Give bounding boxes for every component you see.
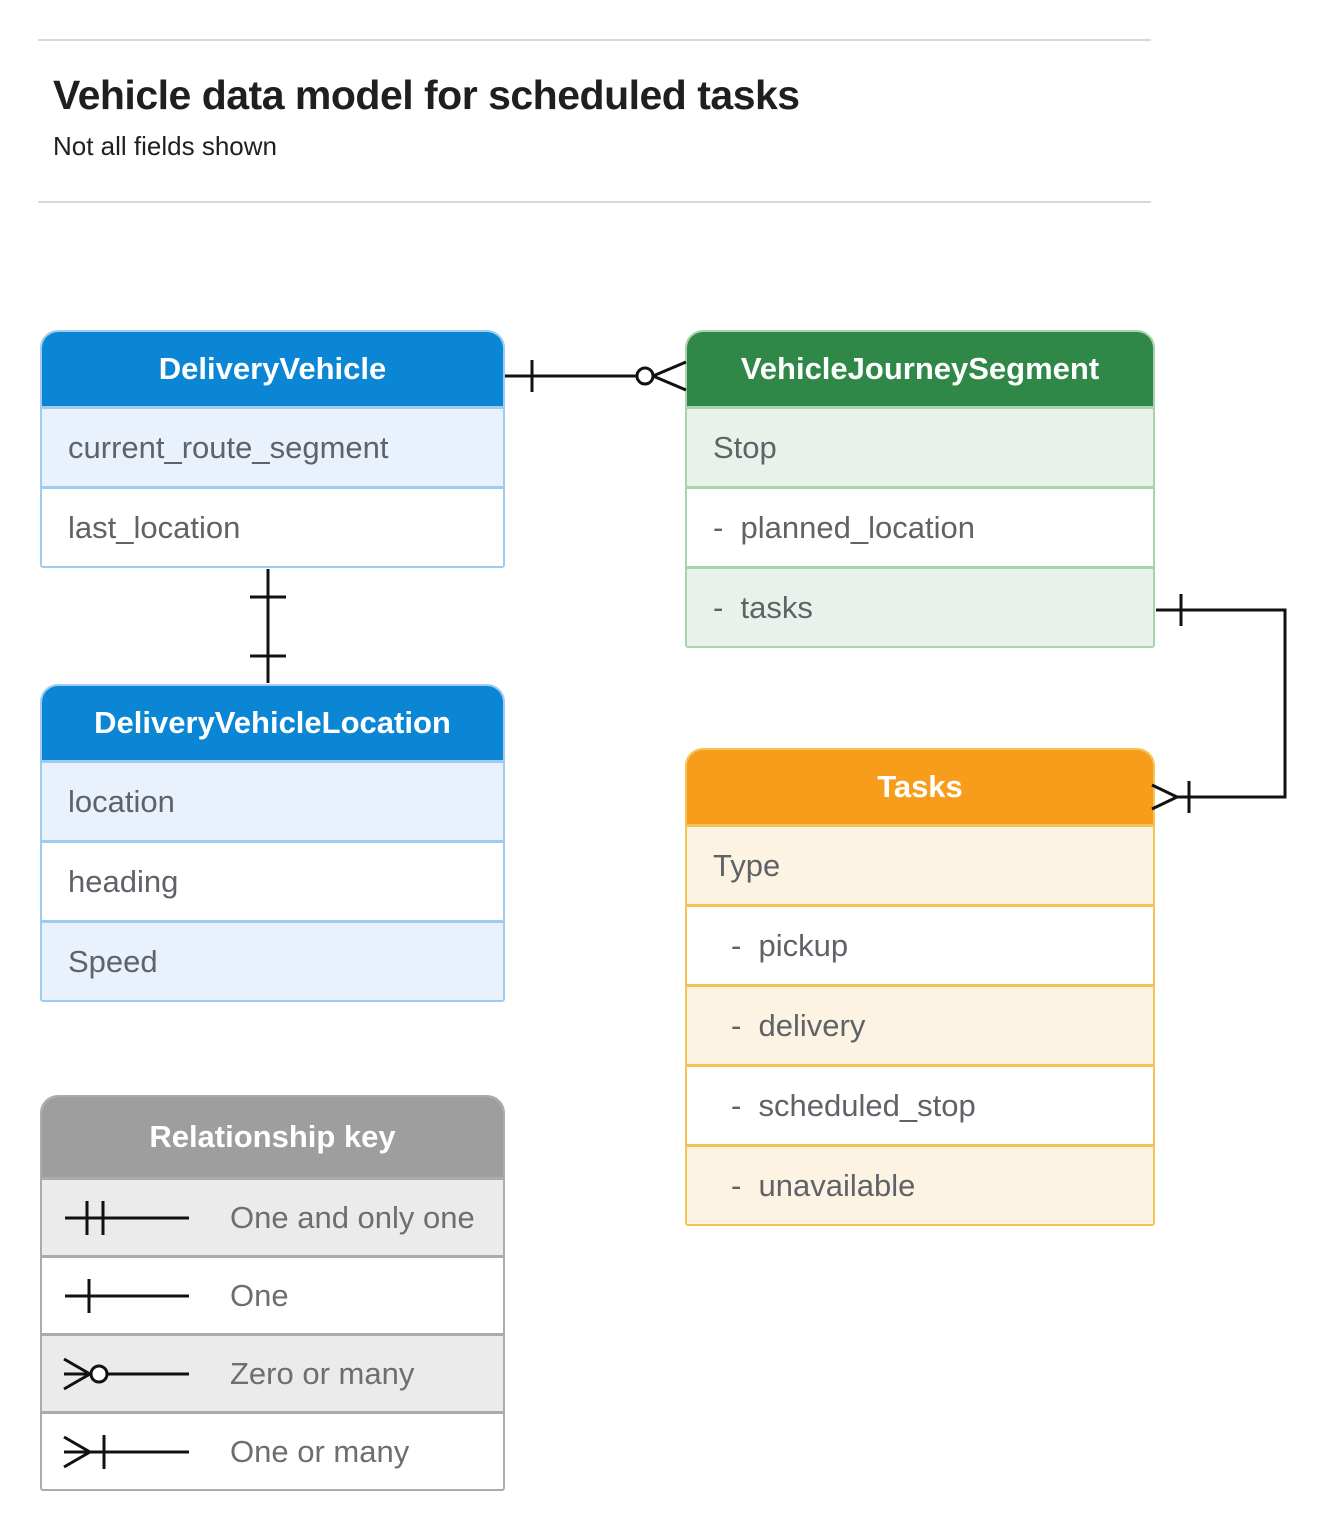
field-row: - scheduled_stop xyxy=(687,1064,1153,1144)
field-row: heading xyxy=(42,840,503,920)
entity-title: Tasks xyxy=(687,750,1153,824)
field-row: - pickup xyxy=(687,904,1153,984)
entity-title: DeliveryVehicleLocation xyxy=(42,686,503,760)
legend-item: One or many xyxy=(42,1411,503,1489)
one-icon xyxy=(65,1278,189,1313)
field-row: location xyxy=(42,760,503,840)
entity-title: VehicleJourneySegment xyxy=(687,332,1153,406)
field-row: - unavailable xyxy=(687,1144,1153,1224)
zero-or-many-icon xyxy=(63,1357,189,1390)
title-divider xyxy=(38,201,1151,203)
field-row: - tasks xyxy=(687,566,1153,646)
legend-item: One xyxy=(42,1255,503,1333)
field-row: last_location xyxy=(42,486,503,566)
entity-delivery-vehicle: DeliveryVehicle current_route_segment la… xyxy=(40,330,505,568)
page-title: Vehicle data model for scheduled tasks xyxy=(53,72,800,118)
one-or-many-icon xyxy=(63,1434,189,1469)
field-row: current_route_segment xyxy=(42,406,503,486)
field-row: Type xyxy=(687,824,1153,904)
legend-item-label: One and only one xyxy=(230,1199,475,1235)
entity-title: DeliveryVehicle xyxy=(42,332,503,406)
legend-item: One and only one xyxy=(42,1177,503,1255)
entity-delivery-vehicle-location: DeliveryVehicleLocation location heading… xyxy=(40,684,505,1002)
connector-deliveryvehicle-vehiclejourneysegment xyxy=(505,360,687,392)
legend-item-label: One or many xyxy=(230,1433,410,1469)
field-row: Stop xyxy=(687,406,1153,486)
legend-item: Zero or many xyxy=(42,1333,503,1411)
top-divider xyxy=(38,39,1151,41)
legend-item-label: One xyxy=(230,1277,289,1313)
relationship-key: Relationship key One and only one One xyxy=(40,1095,505,1491)
field-row: Speed xyxy=(42,920,503,1000)
connector-tasksfield-tasks xyxy=(1151,594,1287,813)
connector-deliveryvehicle-deliveryvehiclelocation xyxy=(250,569,286,683)
field-row: - delivery xyxy=(687,984,1153,1064)
one-and-only-one-icon xyxy=(65,1200,189,1235)
entity-vehicle-journey-segment: VehicleJourneySegment Stop - planned_loc… xyxy=(685,330,1155,648)
legend-item-label: Zero or many xyxy=(230,1355,415,1391)
legend-title: Relationship key xyxy=(42,1097,503,1177)
field-row: - planned_location xyxy=(687,486,1153,566)
entity-tasks: Tasks Type - pickup - delivery - schedul… xyxy=(685,748,1155,1226)
page-subtitle: Not all fields shown xyxy=(53,131,277,161)
